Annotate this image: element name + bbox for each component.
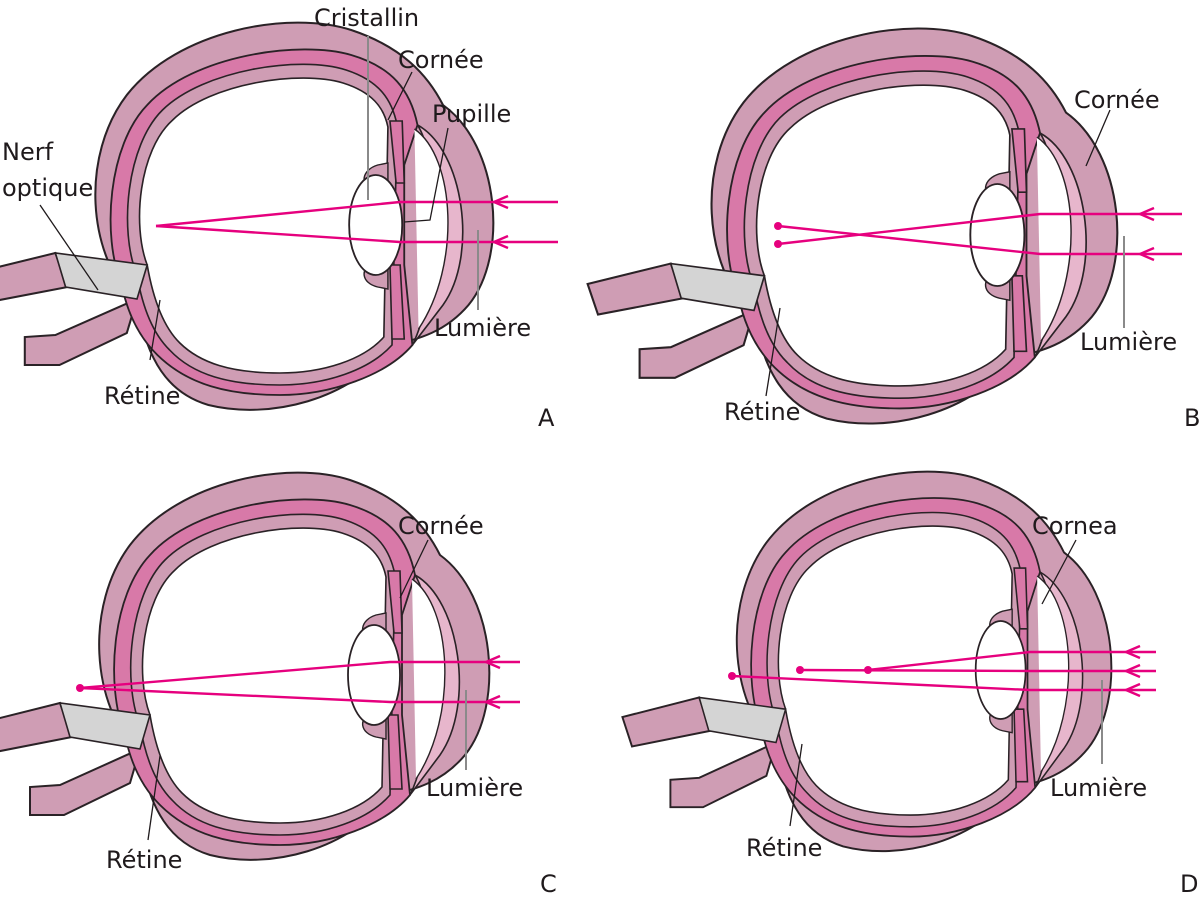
- optic-nerve-label-a-2: optique: [2, 174, 93, 202]
- arrowhead-icon: [485, 654, 501, 670]
- arrowhead-icon: [1139, 246, 1155, 262]
- arrowhead-icon: [1139, 206, 1155, 222]
- light-label-a: Lumière: [434, 314, 531, 342]
- ray-d-top: [867, 650, 1156, 672]
- ray-c-top: [79, 660, 520, 690]
- pupil-label-a: Pupille: [432, 100, 511, 128]
- ray-c-bottom: [79, 686, 520, 704]
- lens-label-a: Cristallin: [314, 4, 419, 32]
- retina-label-b: Rétine: [724, 398, 800, 426]
- arrowhead-icon: [493, 194, 509, 210]
- cornea-leader-a: [387, 71, 413, 121]
- retina-leader-b: [765, 307, 781, 397]
- panel-letter-d: D: [1180, 870, 1198, 898]
- eye-b: [586, 27, 1119, 425]
- panel-b: Cornée Lumière Rétine B: [586, 27, 1200, 432]
- ray-a-top: [155, 200, 558, 228]
- arrowhead-icon: [1125, 663, 1141, 679]
- focus-point-c: [76, 684, 84, 692]
- focus-point-b-2: [774, 240, 782, 248]
- cornea-leader-c: [399, 539, 429, 599]
- arrowhead-icon: [1125, 644, 1141, 660]
- retina-leader-d: [789, 743, 803, 827]
- retina-leader-c: [147, 755, 161, 841]
- focus-point-d-2: [796, 666, 804, 674]
- cornea-label-d: Cornea: [1032, 512, 1118, 540]
- arrowhead-icon: [1125, 682, 1141, 698]
- retina-leader-a: [149, 299, 161, 361]
- cornea-leader-b: [1085, 109, 1111, 167]
- arrowhead-icon: [485, 694, 501, 710]
- arrowhead-icon: [493, 234, 509, 250]
- light-rays-c: [76, 654, 520, 710]
- cornea-label-b: Cornée: [1074, 86, 1160, 114]
- light-rays-a: [155, 194, 558, 250]
- light-rays-d: [728, 644, 1156, 698]
- ray-d-bottom: [731, 674, 1156, 692]
- optic-nerve-label-a-1: Nerf: [2, 138, 54, 166]
- retina-label-d: Rétine: [746, 834, 822, 862]
- panel-d: Cornea Lumière Rétine D: [621, 470, 1198, 898]
- ray-a-bottom: [155, 224, 558, 244]
- panel-c: Cornée Lumière Rétine C: [0, 471, 557, 898]
- light-label-c: Lumière: [426, 774, 523, 802]
- cornea-leader-d: [1041, 539, 1077, 605]
- nerve-leader-a: [39, 204, 99, 291]
- pupil-leader-a: [403, 127, 449, 223]
- light-label-d: Lumière: [1050, 774, 1147, 802]
- retina-label-a: Rétine: [104, 382, 180, 410]
- light-label-b: Lumière: [1080, 328, 1177, 356]
- panel-letter-c: C: [540, 870, 557, 898]
- panel-letter-b: B: [1184, 404, 1200, 432]
- focus-point-d-3: [728, 672, 736, 680]
- focus-point-d-1: [864, 666, 872, 674]
- cornea-label-a: Cornée: [398, 46, 484, 74]
- panel-a: Cristallin Cornée Pupille Nerf optique L…: [0, 4, 558, 432]
- ray-b-top: [777, 212, 1182, 246]
- light-rays-b: [774, 206, 1182, 262]
- focus-point-b-1: [774, 222, 782, 230]
- retina-label-c: Rétine: [106, 846, 182, 874]
- ray-b-bottom: [777, 224, 1182, 256]
- ray-d-middle: [799, 668, 1156, 673]
- cornea-label-c: Cornée: [398, 512, 484, 540]
- panel-letter-a: A: [538, 404, 555, 432]
